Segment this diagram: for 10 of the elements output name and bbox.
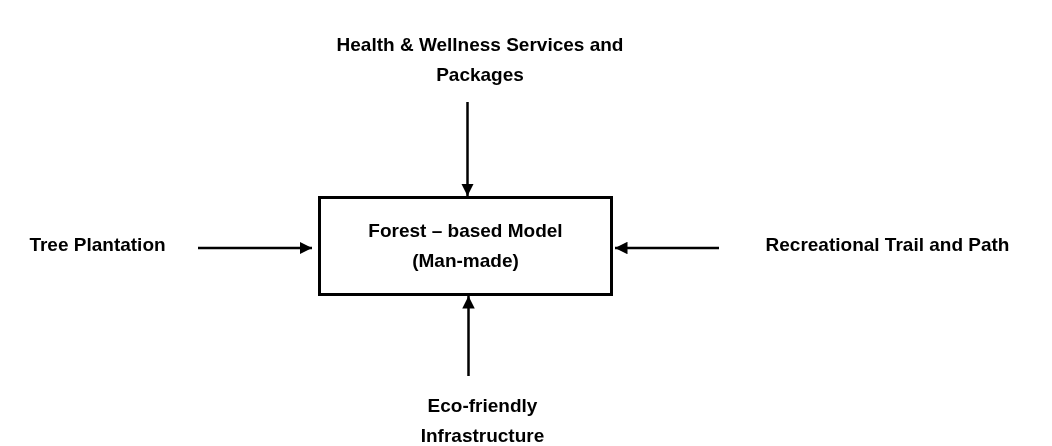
input-label: Eco-friendly Infrastructure <box>419 393 546 446</box>
process-box <box>318 196 613 296</box>
input-label: Health & Wellness Services and Packages <box>335 32 625 87</box>
arrow <box>461 102 474 196</box>
arrow <box>462 296 475 376</box>
arrow <box>615 241 719 255</box>
arrow <box>198 241 312 255</box>
input-label: Tree Plantation <box>29 232 166 257</box>
input-label: Recreational Trail and Path <box>765 232 1010 257</box>
box-label: Forest – based Model (Man-made) <box>367 218 564 273</box>
